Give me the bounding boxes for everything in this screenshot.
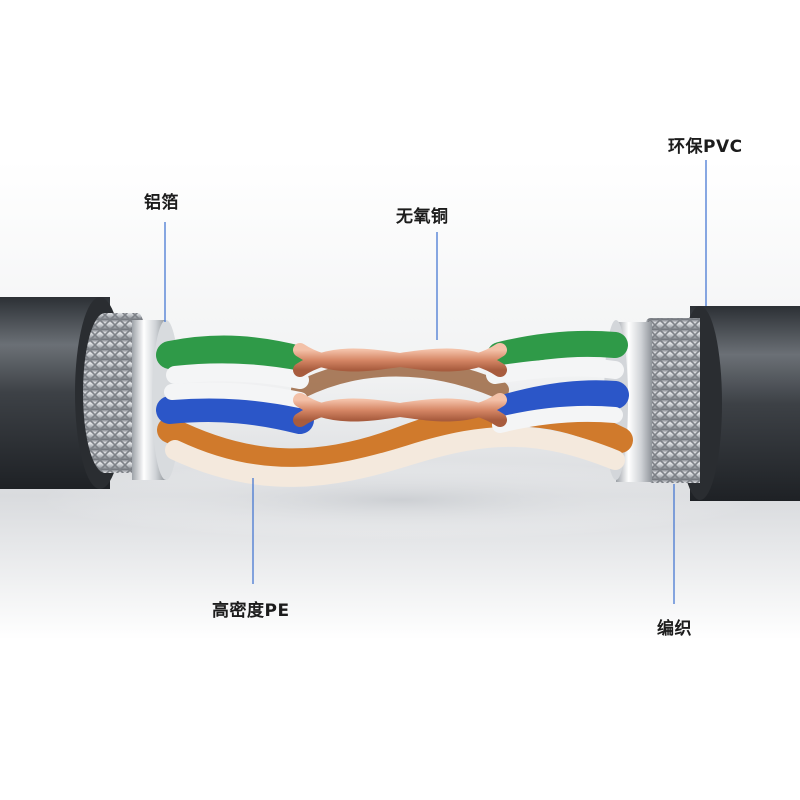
copper-strand-4 — [293, 393, 507, 427]
brown-wire — [291, 358, 509, 399]
blue-wire-left — [156, 394, 314, 434]
orange-white-wire — [165, 426, 625, 487]
leader-lines — [164, 160, 707, 604]
blue-white-wire-left — [164, 382, 308, 408]
twisted-pairs — [156, 330, 633, 487]
green-wire-left — [156, 335, 314, 374]
label-eco-pvc: 环保PVC — [668, 137, 743, 157]
label-oxygen-free-copper: 无氧铜 — [396, 207, 449, 227]
green-wire-right — [487, 330, 628, 368]
blue-wire-right — [486, 380, 629, 424]
label-braid: 编织 — [657, 619, 692, 639]
label-aluminum-foil: 铝箔 — [144, 193, 179, 213]
green-white-wire-left — [166, 363, 309, 389]
green-white-wire-right — [486, 358, 624, 384]
left-cable-section — [0, 297, 180, 489]
right-cable-section — [604, 306, 800, 501]
blue-white-wire-right — [492, 405, 623, 433]
copper-strand-2 — [293, 343, 507, 377]
floor-shadow — [40, 460, 760, 540]
label-hdpe: 高密度PE — [212, 601, 290, 621]
